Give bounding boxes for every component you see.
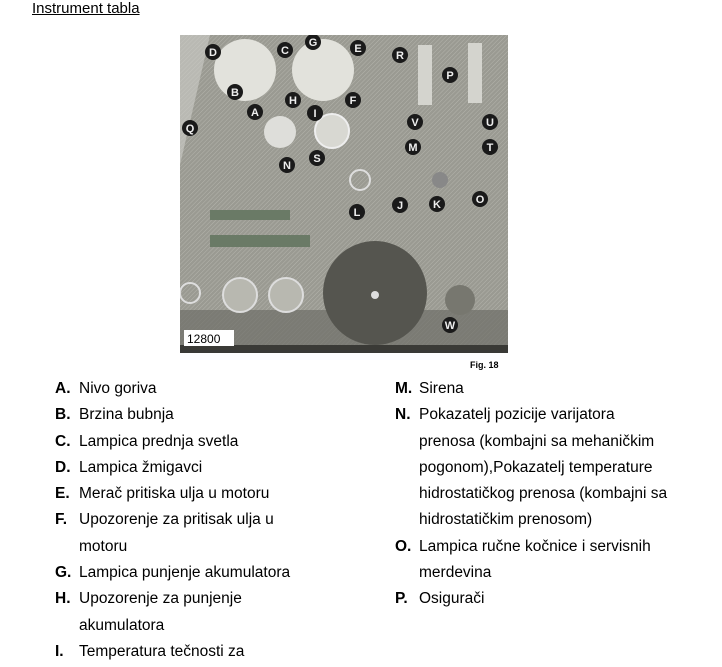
callout-marker [309, 150, 325, 166]
legend-letter: A. [55, 380, 71, 397]
legend-item: A. Nivo goriva [55, 376, 299, 402]
callout-marker [305, 35, 321, 50]
legend-letter: B. [55, 406, 71, 424]
callout-marker [345, 92, 361, 108]
legend-letter: H. [55, 590, 71, 608]
callout-label: T [487, 142, 494, 154]
instrument-panel-photo: 12800 AB C D E F G H I J K L M N O P Q R S T U V W [180, 35, 508, 353]
callout-marker [277, 42, 293, 58]
callout-marker [182, 120, 198, 136]
legend-text: Upozorenje za punjenje akumulatora [79, 590, 242, 634]
callout-label: G [309, 37, 318, 49]
legend-letter: D. [55, 458, 71, 476]
callout-label: K [433, 199, 441, 211]
callout-marker [392, 47, 408, 63]
callout-label: B [231, 87, 239, 99]
callout-marker [429, 196, 445, 212]
legend-text: Upozorenje za pritisak ulja u motoru [79, 511, 274, 555]
callout-marker [227, 84, 243, 100]
legend-letter: O. [395, 537, 412, 555]
legend-item: D. Lampica žmigavci [55, 455, 299, 481]
callout-label: Q [186, 123, 195, 135]
legend-letter: I. [55, 642, 64, 660]
legend-letter: G. [55, 564, 72, 582]
callout-marker [442, 67, 458, 83]
callout-marker [392, 197, 408, 213]
legend-letter: P. [395, 590, 408, 608]
callout-label: V [411, 117, 419, 129]
legend-text: Brzina bubnja [79, 406, 174, 424]
document-title: Instrument tabla [32, 0, 140, 17]
legend-item: E. Merač pritiska ulja u motoru [55, 481, 299, 507]
callout-label: E [354, 43, 361, 55]
callout-marker [350, 40, 366, 56]
callout-label: I [313, 108, 316, 120]
callout-label: C [281, 45, 289, 57]
callout-marker [407, 114, 423, 130]
callout-label: J [397, 200, 403, 212]
legend-letter: C. [55, 432, 71, 450]
callout-marker [472, 191, 488, 207]
callout-marker [482, 139, 498, 155]
legend-letter: F. [55, 511, 68, 529]
legend-text: Nivo goriva [79, 380, 157, 397]
callout-marker [307, 105, 323, 121]
legend-item: M. Sirena [395, 376, 669, 402]
callout-marker [247, 104, 263, 120]
callout-marker [285, 92, 301, 108]
legend-letter: E. [55, 485, 70, 503]
callout-marker [482, 114, 498, 130]
callout-label: L [354, 207, 361, 219]
legend-item: I. Temperatura tečnosti za [55, 639, 299, 665]
legend-text: Lampica prednja svetla [79, 432, 239, 450]
callout-label: P [446, 70, 453, 82]
legend-item: G. Lampica punjenje akumulatora [55, 560, 299, 586]
legend-text: Merač pritiska ulja u motoru [79, 485, 270, 503]
legend-item: P. Osigurači [395, 586, 669, 612]
legend-text: Lampica punjenje akumulatora [79, 564, 291, 582]
callout-label: S [313, 153, 320, 165]
callout-label: D [209, 47, 217, 59]
legend-item: C. Lampica prednja svetla [55, 429, 299, 455]
callout-marker [279, 157, 295, 173]
callout-marker [442, 317, 458, 333]
legend-item: N. Pokazatelj pozicije varijatora prenosa… [395, 402, 669, 533]
callout-label: M [408, 142, 417, 154]
callout-label: U [486, 117, 494, 129]
legend-item: O. Lampica ručne kočnice i servisnih merd… [395, 534, 669, 587]
callout-label: W [445, 320, 456, 332]
callout-marker [205, 44, 221, 60]
callout-label: H [289, 95, 297, 107]
callout-marker [349, 204, 365, 220]
legend-text: Sirena [419, 380, 464, 397]
legend-item: H. Upozorenje za punjenje akumulatora [55, 586, 299, 639]
callout-marker [405, 139, 421, 155]
legend-item: F. Upozorenje za pritisak ulja u motoru [55, 507, 299, 560]
legend-text: Pokazatelj pozicije varijatora prenosa (… [419, 406, 668, 529]
callout-label: O [476, 194, 485, 206]
legend-letter: M. [395, 380, 413, 397]
legend-text: Temperatura tečnosti za [79, 642, 245, 660]
callout-label: R [396, 50, 404, 62]
legend-letter: N. [395, 406, 411, 424]
legend-text: Lampica žmigavci [79, 458, 203, 476]
callout-label: N [283, 160, 291, 172]
callout-label: F [350, 95, 357, 107]
callout-label: A [251, 107, 259, 119]
legend-text: Lampica ručne kočnice i servisnih merdev… [419, 537, 651, 582]
legend-item: B. Brzina bubnja [55, 402, 299, 428]
figure-caption: Fig. 18 [470, 360, 499, 370]
photo-number-tag: 12800 [187, 332, 221, 346]
legend-text: Osigurači [419, 590, 485, 608]
